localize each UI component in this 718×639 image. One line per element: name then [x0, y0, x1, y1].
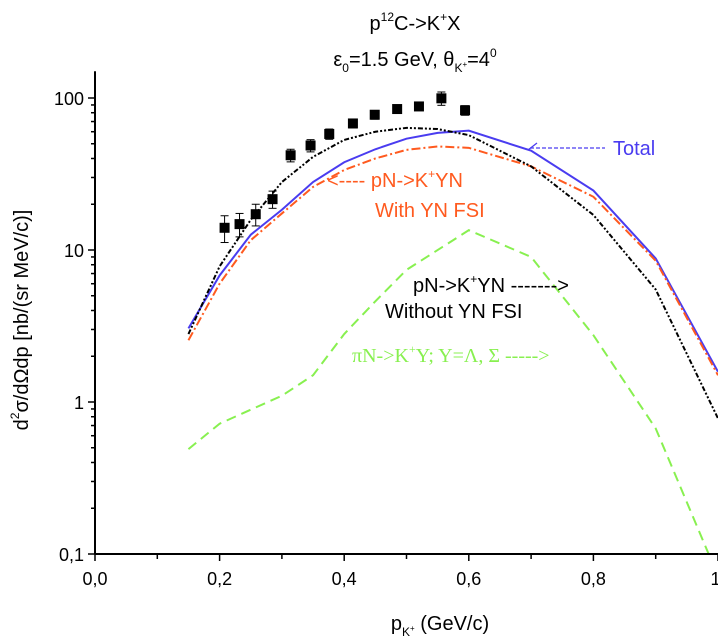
annotation-without-fsi-line2: Without YN FSI — [385, 301, 522, 323]
data-point — [347, 118, 358, 129]
axes: 0,0 0,2 0,4 0,6 0,8 1, 0,1 1 10 100 — [54, 71, 718, 589]
y-axis-label: d2σ/dΩdp [nb/(sr MeV/c)] — [8, 210, 33, 431]
x-tick-label: 1, — [710, 569, 718, 589]
x-tick-label: 0,0 — [82, 569, 107, 589]
data-point — [392, 104, 403, 115]
data-point — [219, 222, 230, 233]
data-point — [413, 101, 424, 112]
annotation-pion: πN->K+Y; Y=Λ, Σ -----> — [352, 342, 550, 367]
annotation-with-fsi: <---- pN->K+YN — [327, 167, 463, 192]
data-point — [267, 194, 278, 205]
data-points — [219, 91, 471, 244]
x-tick-label: 0,8 — [581, 569, 606, 589]
y-tick-label: 0,1 — [59, 545, 84, 565]
y-tick-label: 100 — [54, 89, 84, 109]
annotation-with-fsi-line2: With YN FSI — [375, 200, 485, 222]
data-point — [285, 150, 296, 161]
data-point — [324, 128, 335, 139]
data-point — [369, 109, 380, 120]
x-tick-label: 0,4 — [332, 569, 357, 589]
data-point — [436, 93, 447, 104]
data-point — [250, 209, 261, 220]
x-tick-label: 0,6 — [456, 569, 481, 589]
series-line-0 — [187, 129, 718, 373]
chart-title-line1: p12C->K+X — [370, 10, 461, 35]
data-point — [305, 140, 316, 151]
data-point — [460, 105, 471, 116]
y-tick-label: 1 — [74, 393, 84, 413]
chart-title-line2: ε0=1.5 GeV, θK+=40 — [333, 46, 497, 75]
x-tick-label: 0,2 — [207, 569, 232, 589]
series-line-1 — [187, 145, 718, 376]
series-line-3 — [187, 229, 710, 555]
annotation-total: Total — [613, 138, 655, 160]
data-point — [234, 219, 245, 230]
annotation-without-fsi: pN->K+YN -------> — [413, 272, 569, 297]
x-axis-label: pK+ (GeV/c) — [391, 613, 489, 639]
y-tick-label: 10 — [64, 241, 84, 261]
total-arrowhead — [527, 142, 538, 151]
